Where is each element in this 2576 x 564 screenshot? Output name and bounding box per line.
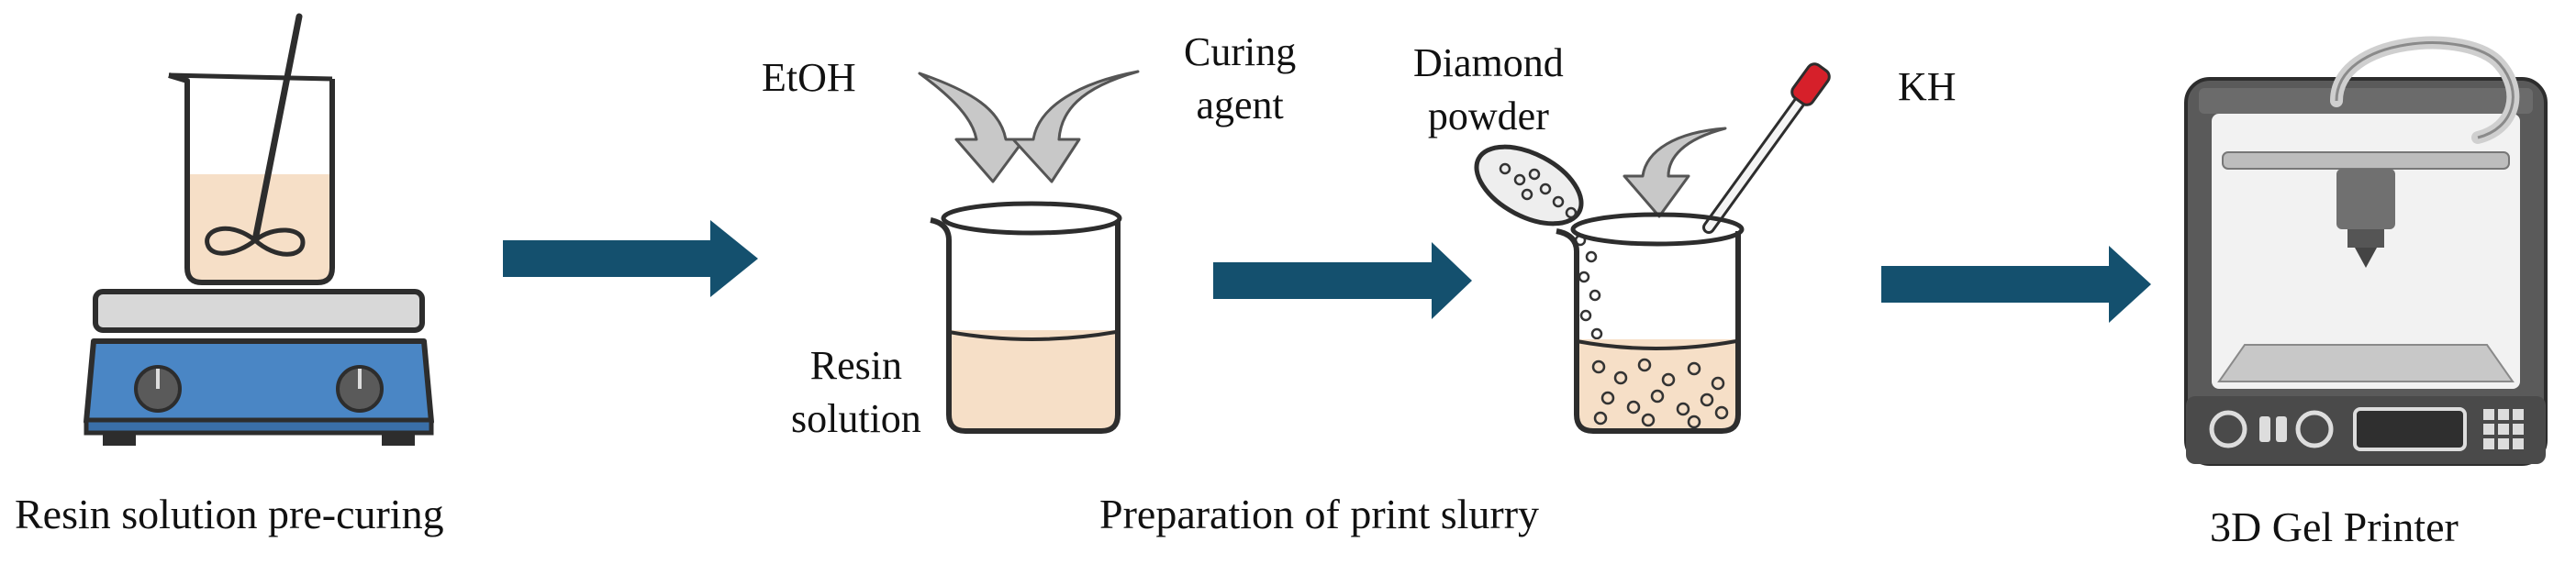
hotplate-icon — [84, 289, 434, 446]
caption-step2: Preparation of print slurry — [1099, 491, 1540, 537]
printer-screen — [2353, 407, 2467, 451]
beaker-stirrer-icon — [168, 13, 335, 285]
label-curing-agent: Curing agent — [1184, 26, 1296, 132]
caption-step1: Resin solution pre-curing — [15, 491, 444, 537]
printer-knob-2 — [2295, 410, 2334, 448]
label-resin-line2: solution — [791, 396, 921, 441]
beaker-icon — [930, 201, 1122, 434]
process-arrow-2 — [1213, 242, 1472, 319]
label-kh: KH — [1898, 64, 1957, 109]
label-diamond-powder: Diamond powder — [1413, 37, 1564, 143]
label-resin-solution: Resin solution — [791, 339, 921, 446]
falling-powder — [1574, 234, 1603, 340]
pointer-arrows-step2 — [918, 70, 1140, 183]
label-diamond-line1: Diamond — [1413, 40, 1564, 85]
label-curing-agent-line2: agent — [1196, 83, 1284, 127]
3d-printer-icon — [2184, 36, 2548, 466]
printer-knob-1 — [2209, 410, 2247, 448]
process-arrow-1 — [503, 220, 758, 297]
beaker-with-slurry-icon — [1556, 212, 1745, 434]
spatula-icon — [1474, 144, 1584, 227]
label-ethanol: EtOH — [762, 55, 856, 100]
label-resin-line1: Resin — [809, 343, 903, 388]
caption-step3: 3D Gel Printer — [2210, 503, 2459, 550]
label-curing-agent-line1: Curing — [1184, 29, 1297, 74]
pointer-arrow-step2b — [1623, 127, 1727, 218]
process-arrow-3 — [1881, 246, 2151, 323]
label-diamond-line2: powder — [1427, 94, 1549, 138]
dropper-icon — [1702, 62, 1831, 234]
